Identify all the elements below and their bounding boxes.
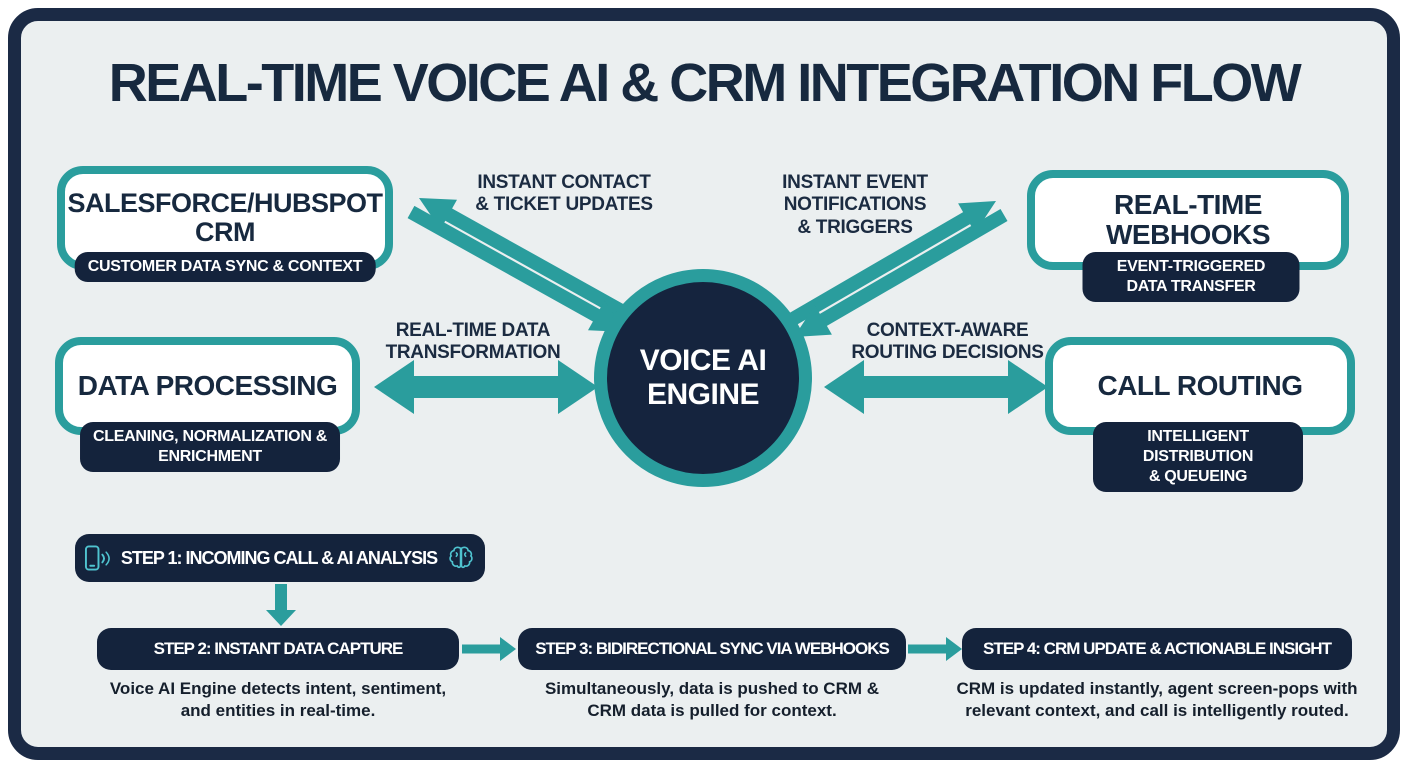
node-data-processing: DATA PROCESSING — [55, 337, 360, 435]
step3-label: STEP 3: BIDIRECTIONAL SYNC VIA WEBHOOKS — [535, 639, 890, 658]
step2-pill: STEP 2: INSTANT DATA CAPTURE — [97, 628, 459, 670]
node-title-webhooks: REAL-TIME WEBHOOKS — [1106, 188, 1271, 250]
badge-crm: CUSTOMER DATA SYNC & CONTEXT — [74, 252, 376, 282]
node-title-routing: CALL ROUTING — [1097, 369, 1303, 401]
arrow-step1-step2 — [266, 584, 296, 626]
edge-label-processing-engine: REAL-TIME DATA TRANSFORMATION — [385, 320, 561, 364]
step1-pill: STEP 1: INCOMING CALL & AI ANALYSIS — [75, 534, 485, 582]
arrow-step3-step4 — [908, 637, 962, 661]
brain-icon — [445, 544, 477, 572]
arrow-engine-to-crm — [419, 198, 638, 325]
step4-label: STEP 4: CRM UPDATE & ACTIONABLE INSIGHT — [983, 639, 1332, 658]
node-call-routing: CALL ROUTING — [1045, 337, 1355, 435]
engine-title: VOICE AI ENGINE — [639, 344, 767, 411]
edge-label-crm-engine: INSTANT CONTACT & TICKET UPDATES — [475, 172, 653, 216]
step2-description: Voice AI Engine detects intent, sentimen… — [109, 679, 447, 721]
step3-pill: STEP 3: BIDIRECTIONAL SYNC VIA WEBHOOKS — [518, 628, 906, 670]
step1-label: STEP 1: INCOMING CALL & AI ANALYSIS — [120, 547, 438, 568]
arrow-processing-engine — [374, 360, 598, 414]
step4-description: CRM is updated instantly, agent screen-p… — [956, 679, 1358, 721]
step3-description: Simultaneously, data is pushed to CRM & … — [544, 679, 880, 721]
phone-icon — [83, 544, 113, 572]
edge-label-webhooks-engine: INSTANT EVENT NOTIFICATIONS & TRIGGERS — [782, 172, 928, 238]
page-title: REAL-TIME VOICE AI & CRM INTEGRATION FLO… — [108, 53, 1302, 113]
badge-processing: CLEANING, NORMALIZATION & ENRICHMENT — [80, 422, 340, 472]
arrow-engine-routing — [824, 360, 1048, 414]
badge-webhooks: EVENT-TRIGGERED DATA TRANSFER — [1082, 252, 1300, 302]
node-voice-ai-engine: VOICE AI ENGINE — [594, 269, 812, 487]
step4-pill: STEP 4: CRM UPDATE & ACTIONABLE INSIGHT — [962, 628, 1352, 670]
badge-routing: INTELLIGENT DISTRIBUTION & QUEUEING — [1093, 422, 1303, 492]
node-title-crm: SALESFORCE/HUBSPOT CRM — [67, 187, 383, 247]
arrow-step2-step3 — [462, 637, 516, 661]
step2-label: STEP 2: INSTANT DATA CAPTURE — [153, 639, 404, 658]
arrow-engine-to-webhooks — [782, 201, 996, 329]
arrow-webhooks-to-engine — [794, 209, 1008, 337]
edge-label-routing-engine: CONTEXT-AWARE ROUTING DECISIONS — [851, 320, 1044, 364]
node-title-processing: DATA PROCESSING — [77, 369, 338, 401]
arrow-crm-to-engine — [407, 205, 626, 332]
